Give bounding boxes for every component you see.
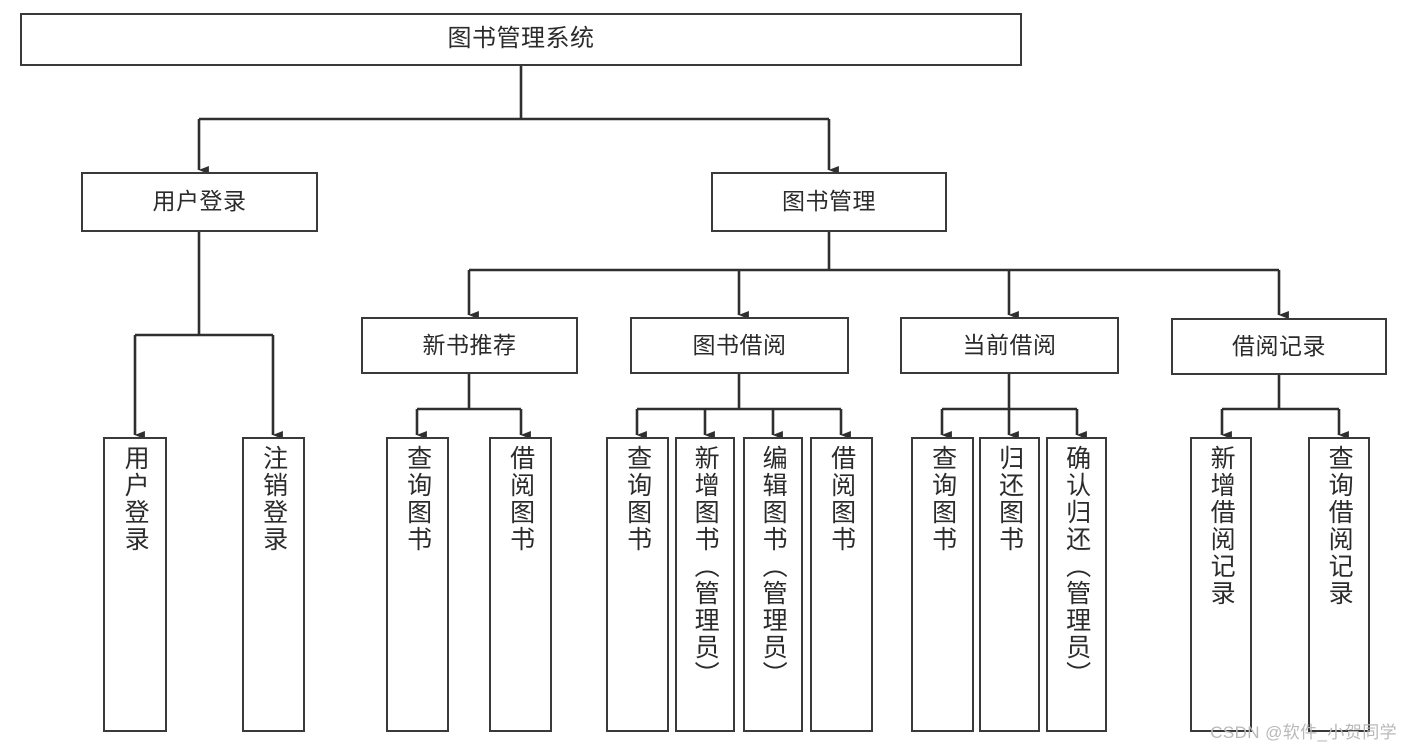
leaf-query-book-borrow[interactable]: 查询图书	[606, 437, 669, 732]
node-label: 编辑图书（管理员）	[759, 445, 788, 688]
node-label: 新增图书（管理员）	[691, 445, 720, 688]
node-user-login[interactable]: 用户登录	[81, 172, 318, 232]
node-book-management[interactable]: 图书管理	[711, 172, 947, 232]
node-label: 查询图书	[623, 445, 652, 553]
leaf-logout[interactable]: 注销登录	[242, 437, 305, 732]
leaf-query-book-current[interactable]: 查询图书	[911, 437, 974, 732]
leaf-add-borrow-record[interactable]: 新增借阅记录	[1190, 437, 1252, 732]
leaf-borrow-book-recommend[interactable]: 借阅图书	[489, 437, 552, 732]
node-label: 借阅图书	[827, 445, 856, 553]
leaf-confirm-return-admin[interactable]: 确认归还（管理员）	[1046, 437, 1107, 732]
node-label: 注销登录	[259, 445, 288, 553]
node-root-system[interactable]: 图书管理系统	[20, 13, 1022, 66]
node-label: 借阅记录	[1232, 332, 1326, 359]
node-label: 归还图书	[995, 445, 1024, 553]
leaf-query-book-recommend[interactable]: 查询图书	[386, 437, 449, 732]
leaf-user-login[interactable]: 用户登录	[103, 437, 167, 732]
node-label: 图书管理	[782, 188, 876, 215]
node-label: 用户登录	[152, 188, 247, 215]
leaf-return-book[interactable]: 归还图书	[979, 437, 1040, 732]
leaf-borrow-book[interactable]: 借阅图书	[810, 437, 873, 732]
leaf-edit-book-admin[interactable]: 编辑图书（管理员）	[743, 437, 803, 732]
node-label: 图书管理系统	[447, 25, 595, 53]
node-current-borrow[interactable]: 当前借阅	[900, 317, 1119, 374]
node-new-book-recommend[interactable]: 新书推荐	[361, 317, 578, 374]
node-label: 确认归还（管理员）	[1062, 445, 1091, 688]
node-label: 新增借阅记录	[1207, 445, 1236, 607]
node-label: 查询图书	[403, 445, 432, 553]
node-label: 当前借阅	[962, 331, 1057, 358]
node-label: 借阅图书	[506, 445, 535, 553]
node-borrow-record[interactable]: 借阅记录	[1171, 318, 1387, 375]
leaf-add-book-admin[interactable]: 新增图书（管理员）	[675, 437, 735, 732]
node-label: 查询图书	[928, 445, 957, 553]
watermark-text: CSDN @软件_小贺同学	[1210, 723, 1397, 742]
node-label: 查询借阅记录	[1325, 445, 1354, 607]
node-label: 用户登录	[121, 445, 150, 553]
node-book-borrow[interactable]: 图书借阅	[630, 317, 849, 374]
node-label: 图书借阅	[692, 331, 787, 358]
leaf-query-borrow-record[interactable]: 查询借阅记录	[1308, 437, 1370, 732]
node-label: 新书推荐	[422, 331, 517, 358]
